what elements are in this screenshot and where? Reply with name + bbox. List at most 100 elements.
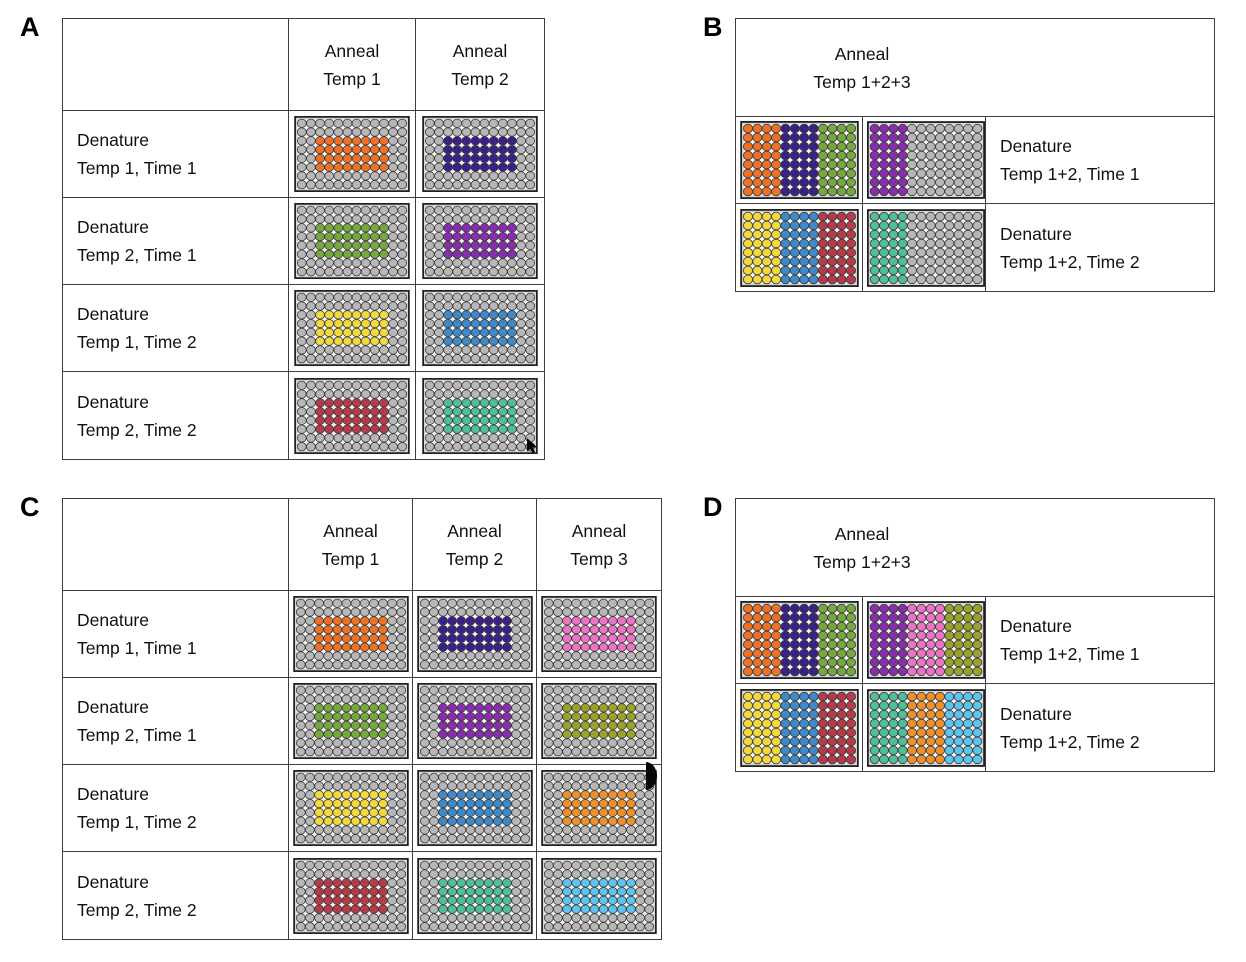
panel-label-b: B (703, 12, 723, 42)
plate-cell (863, 684, 986, 771)
row-header-line: Denature (77, 130, 149, 150)
plate-cell (416, 198, 544, 285)
plate-cell (289, 852, 413, 939)
plate-cell (413, 852, 537, 939)
row-header-line: Denature (77, 610, 149, 630)
plate-cell (289, 111, 416, 198)
plate-cell (289, 285, 416, 372)
column-header-line: Anneal (447, 520, 502, 541)
plate-cell (289, 591, 413, 678)
plate-cell (289, 765, 413, 852)
microplate-bands-purple (867, 121, 985, 199)
microplate-block-sky_blue (541, 857, 657, 934)
pooled-header-line: Anneal (834, 523, 890, 544)
plate-cell (863, 597, 986, 684)
plate-cell (537, 765, 661, 852)
microplate-bands-teal (867, 208, 985, 287)
microplate-block-blue (422, 290, 538, 366)
plate-cell (289, 678, 413, 765)
microplate-block-teal (422, 377, 538, 454)
column-header-line: Anneal (323, 520, 378, 541)
row-header-line: Denature (77, 391, 149, 412)
column-header-line: Temp 2 (451, 68, 509, 89)
corner-cell (63, 19, 289, 111)
row-header-line: Denature (77, 784, 149, 804)
column-header-line: Temp 2 (445, 548, 504, 569)
microplate-block-yellow (292, 770, 409, 846)
microplate-bands-yellow-blue-red (740, 688, 859, 767)
row-header-line: Denature (77, 304, 149, 324)
plate-cell (416, 111, 544, 198)
ink-mark-artifact (646, 762, 657, 790)
microplate-block-teal (416, 857, 533, 934)
column-header-line: Temp 1 (321, 548, 380, 569)
plate-cell (736, 597, 863, 684)
mouse-cursor-icon (527, 438, 537, 454)
panel-label-a: A (20, 12, 40, 42)
pooled-header-line: Temp 1+2+3 (813, 551, 911, 572)
plate-cell (863, 117, 986, 204)
plate-cell (289, 372, 416, 459)
plate-cell (413, 678, 537, 765)
plate-cell (537, 852, 661, 939)
column-header-line: Temp 3 (570, 548, 628, 569)
column-header-line: Anneal (571, 520, 627, 541)
plate-cell (537, 591, 661, 678)
plate-cell (413, 591, 537, 678)
row-header-line: Temp 1+2, Time 2 (1000, 731, 1140, 752)
microplate-block-green (292, 683, 409, 759)
panel-label-c: C (20, 492, 40, 522)
microplate-block-yellow (294, 290, 410, 366)
plate-cell (537, 678, 661, 765)
plate-cell (413, 765, 537, 852)
microplate-block-green (294, 203, 410, 279)
microplate-block-indigo (422, 116, 538, 192)
row-header-line: Temp 1, Time 2 (77, 332, 197, 352)
microplate-block-red (292, 857, 409, 934)
microplate-block-red (294, 377, 410, 454)
microplate-block-orange_bright (541, 770, 657, 846)
row-header-line: Denature (77, 871, 149, 892)
column-header-line: Anneal (452, 40, 508, 61)
microplate-bands-teal-orange_bright-sky_blue (867, 688, 985, 767)
microplate-bands-orange-indigo-green (740, 121, 859, 199)
row-header-line: Temp 1, Time 2 (77, 812, 197, 832)
microplate-bands-yellow-blue-red (740, 208, 859, 287)
microplate-block-purple (416, 683, 533, 759)
row-header-line: Denature (1000, 223, 1072, 244)
microplate-block-orange (294, 116, 410, 192)
row-header-line: Temp 1, Time 1 (77, 638, 197, 658)
row-header-line: Denature (1000, 703, 1072, 724)
plate-cell (736, 117, 863, 204)
plate-cell (736, 684, 863, 771)
row-header-line: Temp 2, Time 1 (77, 725, 197, 745)
row-header-line: Temp 2, Time 2 (77, 899, 197, 920)
microplate-block-olive (541, 683, 657, 759)
plate-cell (863, 204, 986, 291)
row-header-line: Temp 2, Time 2 (77, 419, 197, 440)
panel-label-d: D (703, 492, 723, 522)
microplate-block-purple (422, 203, 538, 279)
pooled-header-line: Temp 1+2+3 (813, 71, 911, 92)
row-header-line: Denature (77, 697, 149, 717)
